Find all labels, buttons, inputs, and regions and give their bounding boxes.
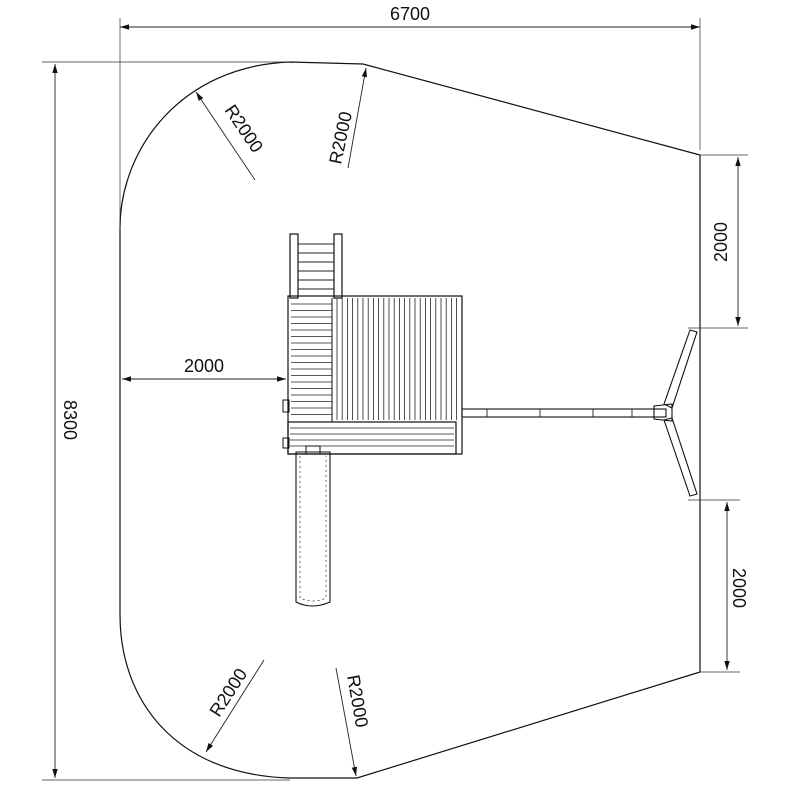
radius-top-right: R2000 [325, 67, 368, 169]
right-top-dimension: 2000 [688, 154, 748, 329]
radius-top-left: R2000 [195, 91, 267, 181]
radius-bottom-left-label: R2000 [206, 665, 252, 720]
radius-top-right-label: R2000 [325, 110, 356, 166]
deck-boards [291, 298, 333, 422]
right-top-label: 2000 [711, 222, 731, 262]
ladder [289, 233, 343, 299]
slide [295, 445, 331, 607]
height-label: 8300 [60, 400, 80, 440]
width-label: 6700 [390, 4, 430, 24]
right-bottom-label: 2000 [729, 568, 749, 608]
ladder-rungs [298, 243, 334, 290]
width-dimension: 6700 [119, 4, 701, 230]
radius-bottom-left: R2000 [206, 659, 265, 753]
right-bottom-dimension: 2000 [688, 499, 749, 673]
left-clearance-dimension: 2000 [122, 356, 286, 382]
radius-top-left-label: R2000 [221, 101, 267, 156]
a-frame-legs [663, 329, 698, 497]
roof-slats [336, 298, 458, 420]
radius-bottom-right-label: R2000 [343, 673, 372, 729]
swing-beam [461, 403, 673, 422]
radius-bottom-right: R2000 [335, 667, 372, 777]
left-clearance-label: 2000 [184, 356, 224, 376]
platform [282, 295, 463, 455]
front-boards [290, 427, 454, 447]
height-dimension: 8300 [42, 61, 290, 781]
